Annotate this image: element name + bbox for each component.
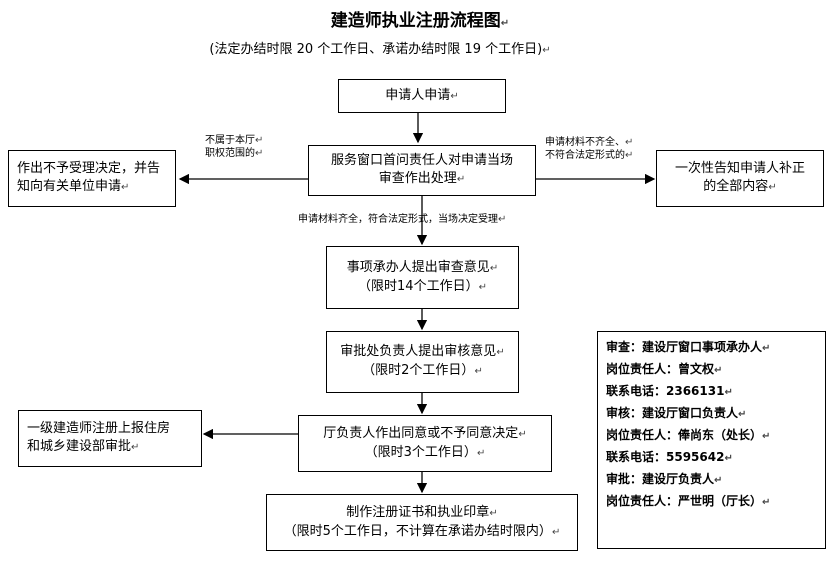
node-applicant: 申请人申请↵: [338, 79, 506, 113]
node-notify: 一次性告知申请人补正 的全部内容↵: [656, 150, 824, 207]
node-hall-decision: 厅负责人作出同意或不予同意决定↵ （限时3个工作日）↵: [298, 415, 552, 472]
contact-line: 联系电话：5595642↵: [606, 450, 733, 464]
contact-line: 岗位责任人：严世明（厅长）↵: [606, 494, 771, 508]
contact-line: 岗位责任人：曾文权↵: [606, 362, 723, 376]
diagram-title: 建造师执业注册流程图↵: [330, 11, 510, 31]
return-mark: ↵: [542, 45, 551, 56]
diagram-subtitle: (法定办结时限 20 个工作日、承诺办结时限 19 个工作日)↵: [209, 42, 551, 57]
contact-line: 岗位责任人：俸尚东（处长）↵: [606, 428, 771, 442]
node-report: 一级建造师注册上报住房 和城乡建设部审批↵: [18, 410, 202, 467]
contact-line: 审核：建设厅窗口负责人↵: [606, 406, 747, 420]
contact-panel: 审查：建设厅窗口事项承办人↵ 岗位责任人：曾文权↵ 联系电话：2366131↵ …: [597, 331, 826, 549]
contact-line: 审查：建设厅窗口事项承办人↵: [606, 340, 771, 354]
label-incomplete: 申请材料不齐全、↵ 不符合法定形式的↵: [545, 137, 634, 161]
label-accepted: 申请材料齐全，符合法定形式，当场决定受理↵: [298, 214, 507, 225]
return-mark: ↵: [500, 18, 510, 29]
node-reject: 作出不予受理决定，并告 知向有关单位申请↵: [8, 150, 176, 207]
contact-line: 联系电话：2366131↵: [606, 384, 733, 398]
node-certificate: 制作注册证书和执业印章↵ （限时5个工作日，不计算在承诺办结时限内）↵: [266, 494, 578, 551]
node-dept-review: 审批处负责人提出审核意见↵ （限时2个工作日）↵: [326, 331, 519, 393]
node-handler-review: 事项承办人提出审查意见↵ （限时14个工作日）↵: [326, 246, 519, 309]
contact-line: 审批：建设厅负责人↵: [606, 472, 723, 486]
node-window-review: 服务窗口首问责任人对申请当场 审查作出处理↵: [308, 145, 536, 196]
label-not-in-scope: 不属于本厅↵ 职权范围的↵: [205, 135, 264, 159]
